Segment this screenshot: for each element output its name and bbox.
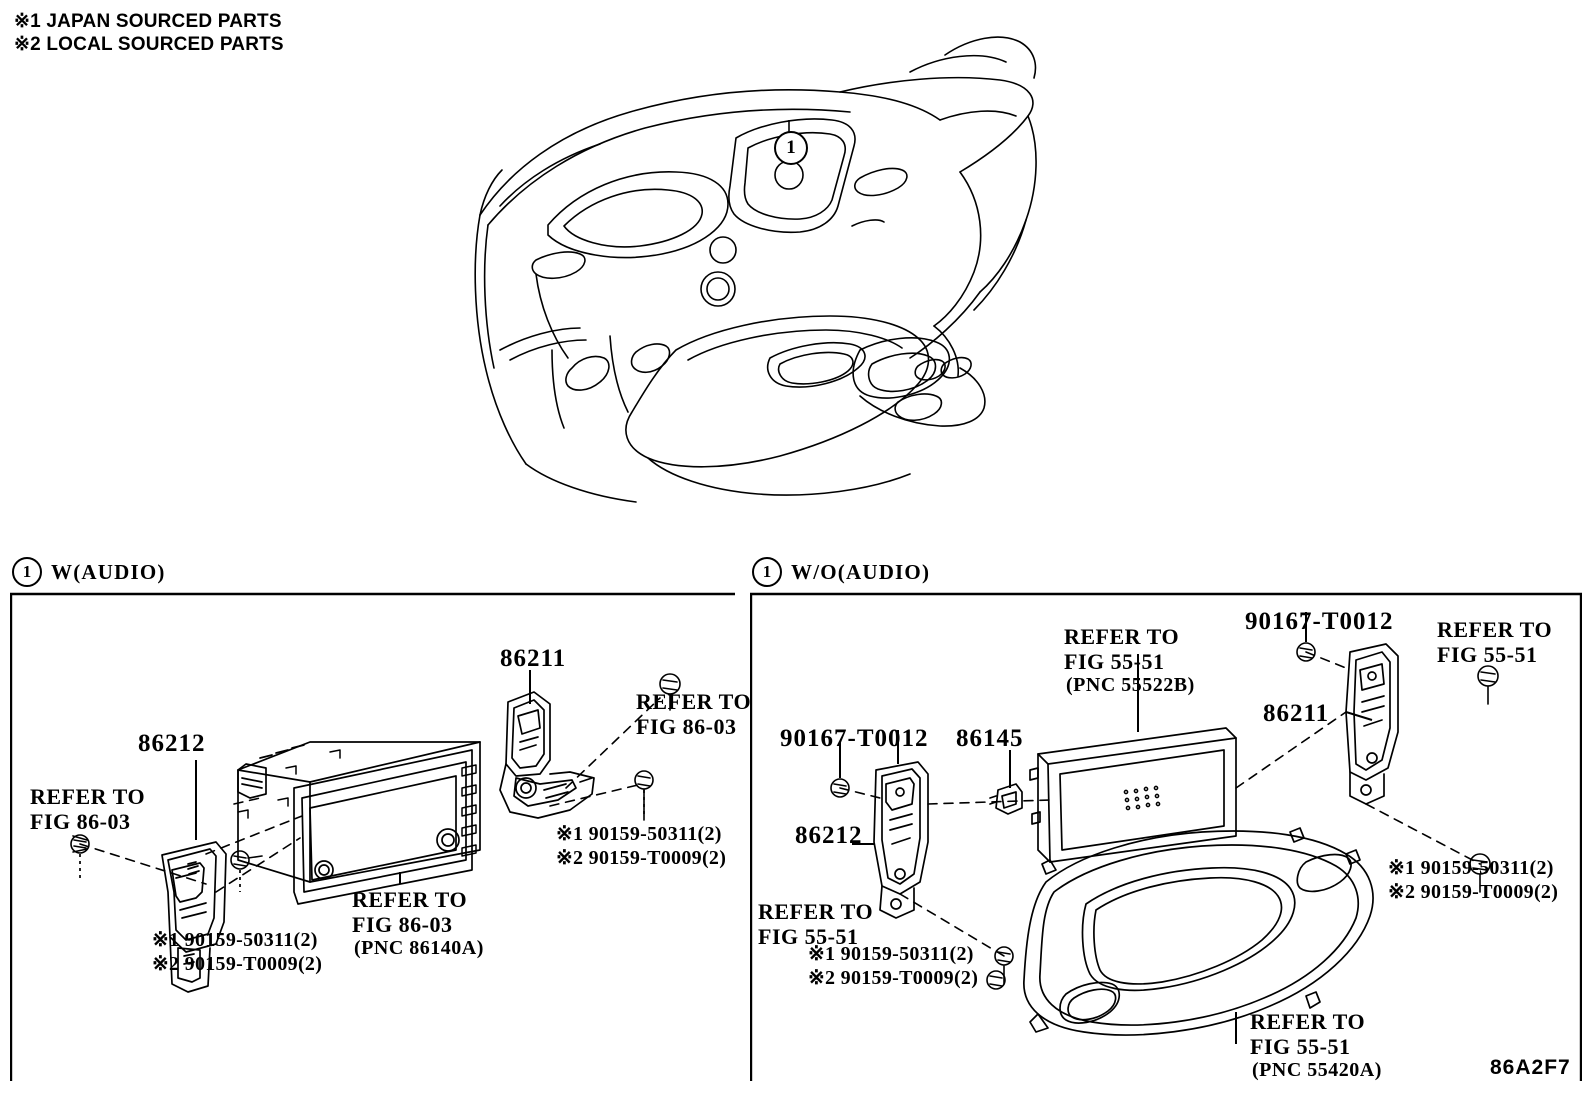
section-header-audio: 1 W(AUDIO) bbox=[12, 557, 166, 587]
section-title-audio: W(AUDIO) bbox=[51, 559, 166, 584]
label-clip-90167-t0012-right: 90167‑T0012 bbox=[1245, 608, 1394, 635]
screw-list-audio-right: ※1 90159‑50311(2) ※2 90159‑T0009(2) bbox=[556, 823, 727, 870]
refer-fig-55-51-top-right: REFER TO FIG 55‑51 bbox=[1437, 617, 1553, 667]
label-part-86211-audio: 86211 bbox=[500, 645, 567, 672]
legend-japan-sourced: ※1 JAPAN SOURCED PARTS bbox=[14, 11, 282, 32]
audio-assembly-illustration bbox=[10, 592, 736, 1062]
refer-fig-55-51-lower-left: REFER TO FIG 55‑51 bbox=[758, 899, 874, 949]
pnc-86140a: (PNC 86140A) bbox=[354, 937, 484, 960]
screw-list-audio-left: ※1 90159‑50311(2) ※2 90159‑T0009(2) bbox=[152, 929, 323, 976]
diagram-code: 86A2F7 bbox=[1490, 1056, 1571, 1079]
screw-list-no-audio-left: ※1 90159‑50311(2) ※2 90159‑T0009(2) bbox=[808, 943, 979, 990]
label-part-86211-no-audio: 86211 bbox=[1263, 700, 1330, 727]
label-part-86212-no-audio: 86212 bbox=[795, 822, 863, 849]
refer-fig-86-03-top-right: REFER TO FIG 86‑03 bbox=[636, 689, 752, 739]
no-audio-assembly-illustration bbox=[750, 592, 1582, 1072]
refer-fig-55-51-bottom: REFER TO FIG 55‑51 (PNC 55420A) bbox=[1250, 1009, 1382, 1082]
label-part-86145: 86145 bbox=[956, 725, 1024, 752]
refer-fig-86-03-left: REFER TO FIG 86‑03 bbox=[30, 784, 146, 834]
section-callout-1-no-audio: 1 bbox=[752, 557, 782, 587]
legend-local-sourced: ※2 LOCAL SOURCED PARTS bbox=[14, 34, 284, 55]
screw-list-no-audio-right: ※1 90159‑50311(2) ※2 90159‑T0009(2) bbox=[1388, 857, 1559, 904]
refer-fig-55-51-panel: REFER TO FIG 55‑51 (PNC 55522B) bbox=[1064, 624, 1195, 697]
section-callout-1-audio: 1 bbox=[12, 557, 42, 587]
section-title-no-audio: W/O(AUDIO) bbox=[791, 559, 931, 584]
refer-fig-86-03-center: REFER TO FIG 86‑03 (PNC 86140A) bbox=[352, 887, 484, 960]
dashboard-overview-illustration bbox=[440, 20, 1070, 550]
label-part-86212-audio: 86212 bbox=[138, 730, 206, 757]
section-header-no-audio: 1 W/O(AUDIO) bbox=[752, 557, 930, 587]
overview-callout-1: 1 bbox=[774, 131, 808, 165]
pnc-55522b: (PNC 55522B) bbox=[1066, 674, 1195, 697]
section-frame-audio bbox=[10, 592, 736, 1082]
pnc-55420a: (PNC 55420A) bbox=[1252, 1059, 1382, 1082]
label-clip-90167-t0012-left: 90167‑T0012 bbox=[780, 725, 929, 752]
section-frame-no-audio bbox=[750, 592, 1582, 1082]
